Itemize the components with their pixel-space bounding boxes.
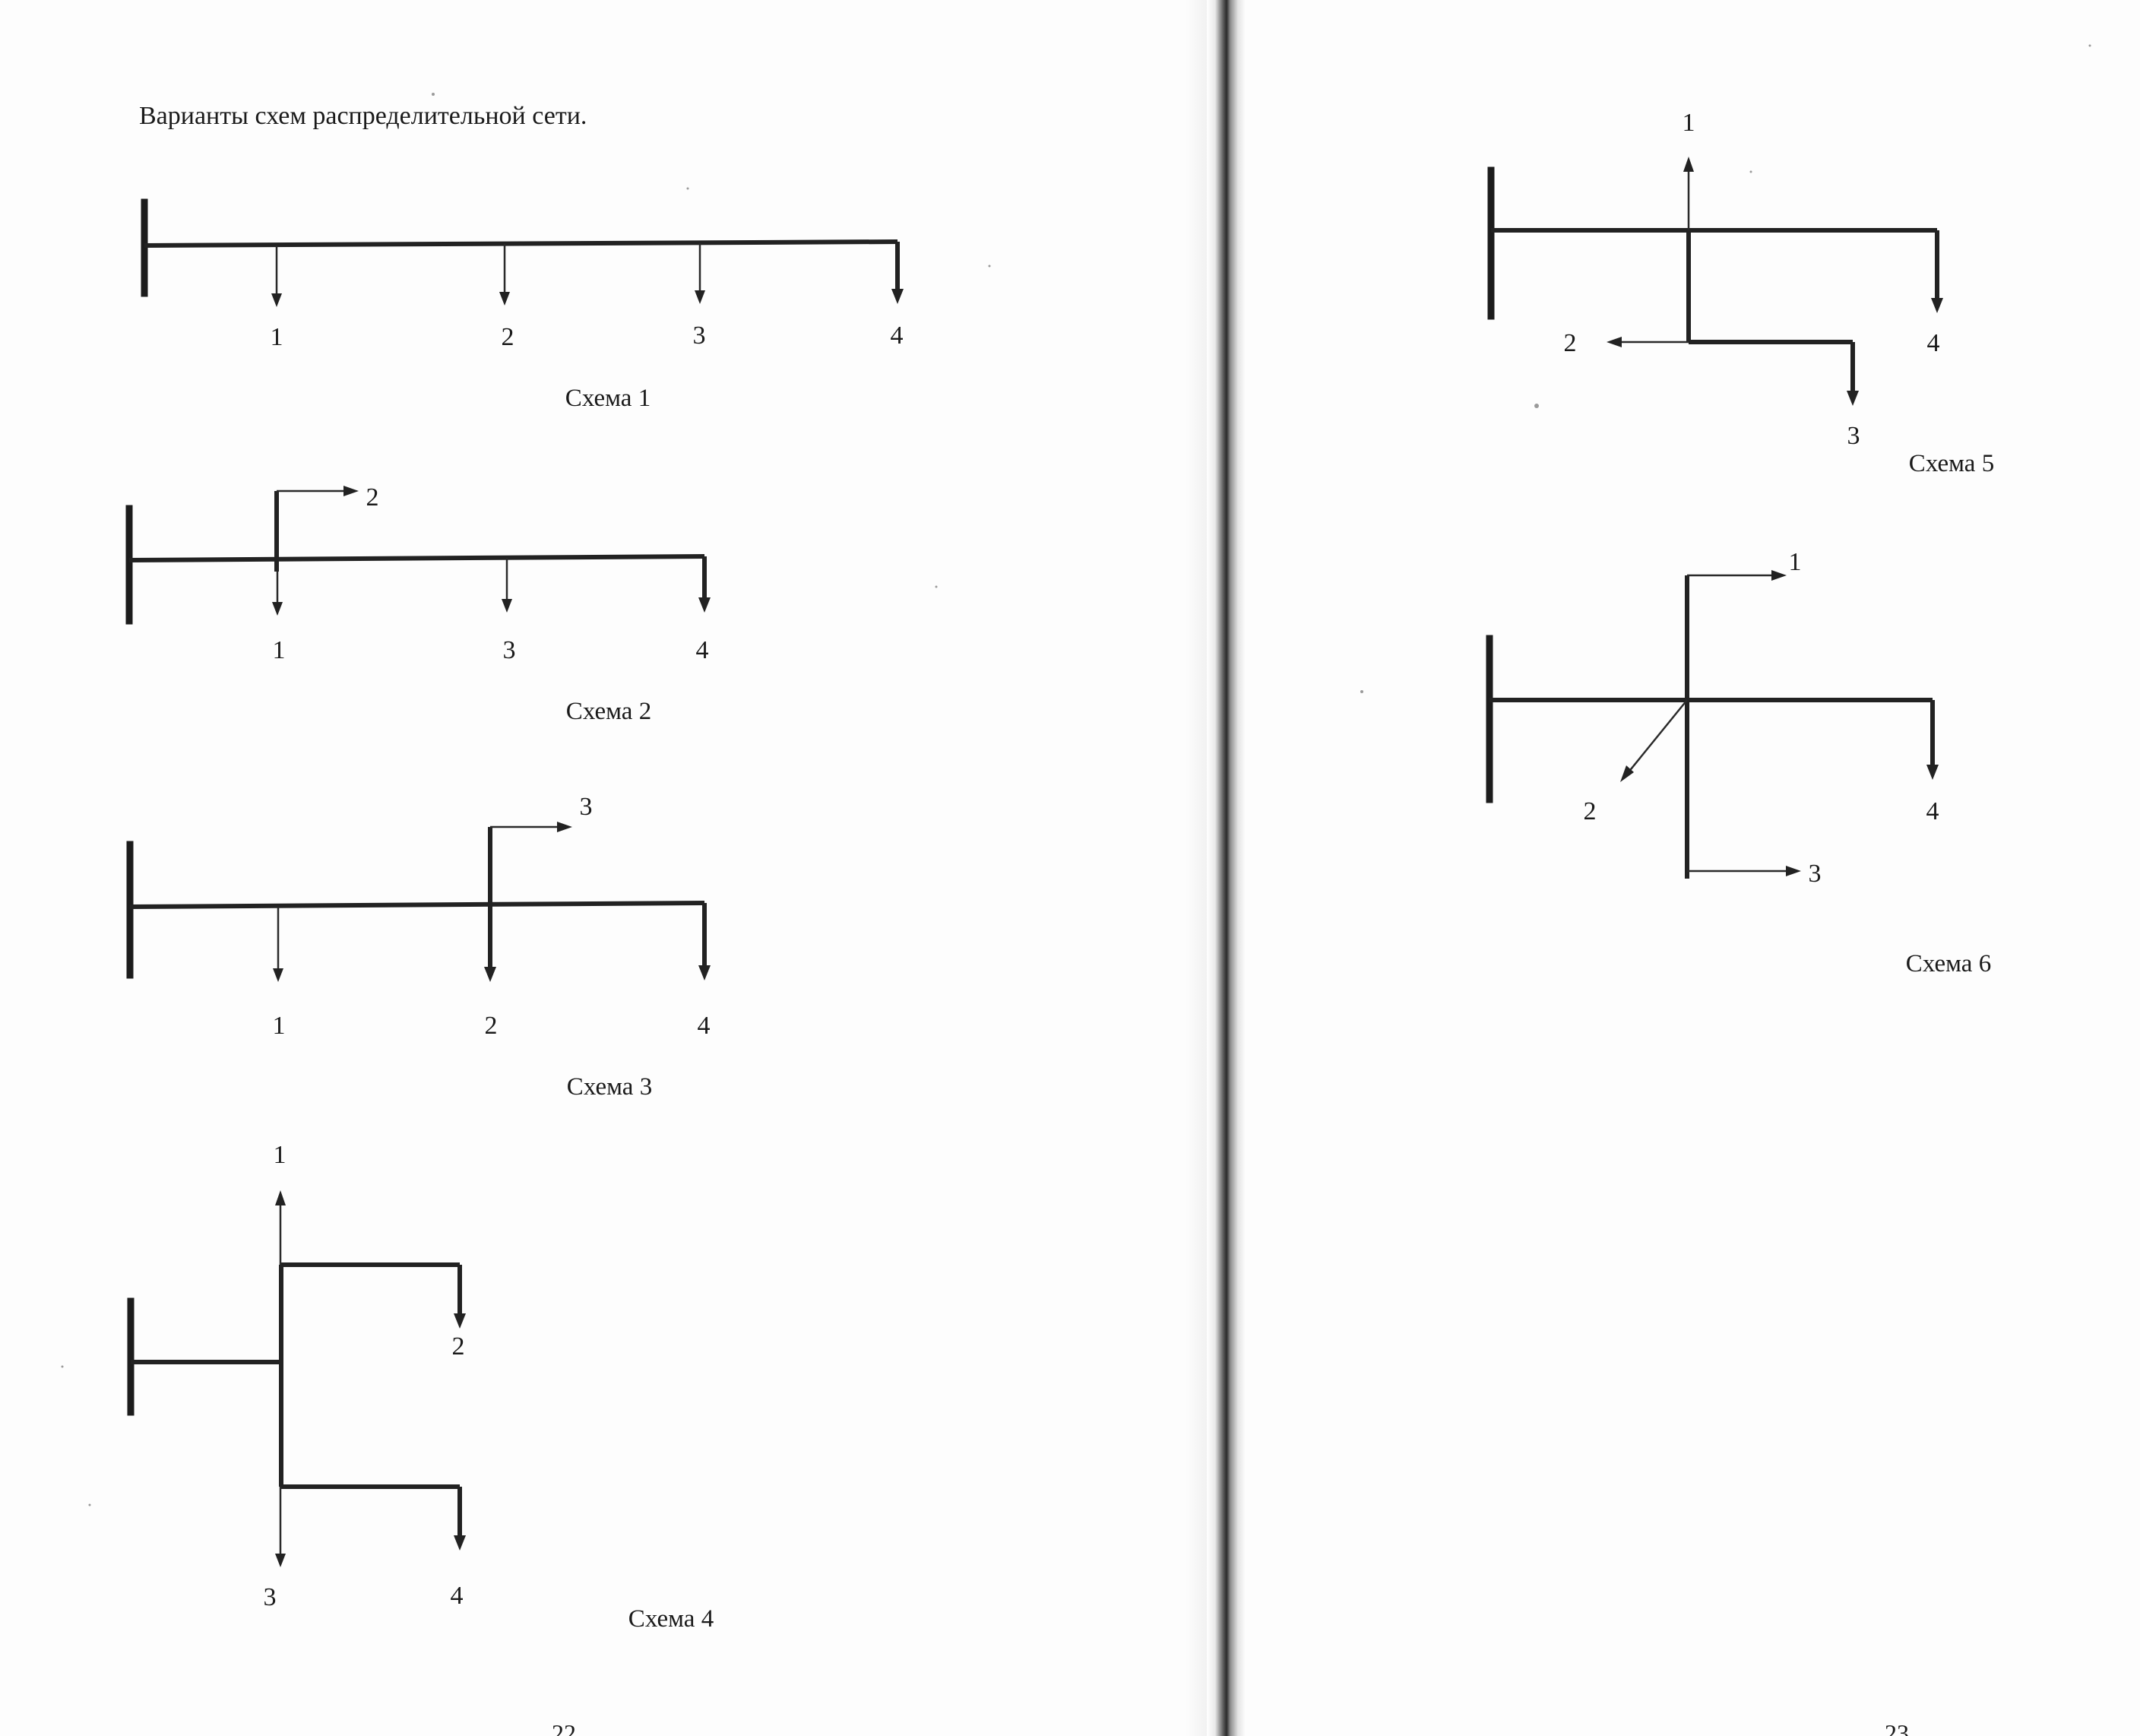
scheme-3-arrow-2 (484, 967, 496, 982)
scheme-5-point-3: 3 (1847, 422, 1860, 450)
scheme-5-point-2: 2 (1564, 329, 1577, 357)
scheme-2-arrow-1 (272, 602, 283, 616)
page-heading: Варианты схем распределительной сети. (139, 102, 587, 130)
scheme-3-caption: Схема 3 (566, 1073, 653, 1101)
scan-speck (686, 187, 689, 190)
scheme-3-point-4: 4 (698, 1012, 711, 1040)
scan-speck (88, 1503, 91, 1506)
scheme-6-caption: Схема 6 (1905, 950, 1992, 977)
scan-speck (2088, 44, 2091, 47)
scheme-3-point-2: 2 (485, 1012, 498, 1040)
scheme-6-arrow-4 (1926, 765, 1939, 780)
scheme-3-point-1: 1 (273, 1012, 286, 1040)
scheme-4-arrow-1 (275, 1190, 286, 1205)
scheme-1-arrow-3 (695, 290, 705, 304)
scheme-1-point-4: 4 (891, 322, 904, 350)
scheme-6-point-4: 4 (1926, 797, 1939, 825)
scheme-1-main-line (144, 239, 898, 248)
scheme-2-arrow-3 (502, 599, 512, 613)
scheme-6-point-2: 2 (1584, 797, 1597, 825)
scan-speck (935, 585, 938, 588)
scheme-2-point-3: 3 (503, 636, 516, 664)
scheme-5-arrow-4 (1931, 298, 1943, 313)
left-page-number: 22 (552, 1719, 576, 1736)
scheme-4-point-4: 4 (451, 1582, 464, 1610)
scheme-4: 1 2 3 4 (127, 1141, 466, 1611)
scheme-5-point-1: 1 (1683, 109, 1695, 137)
scheme-2-arrow-2 (343, 486, 359, 496)
scheme-5-arrow-3 (1847, 391, 1859, 406)
scheme-5-arrow-2 (1607, 337, 1622, 347)
scheme-1-point-1: 1 (271, 323, 283, 351)
scheme-4-arrow-3 (275, 1554, 286, 1567)
scheme-6-arrow-3 (1786, 866, 1801, 876)
scan-speck (1749, 170, 1752, 173)
scheme-1-caption: Схема 1 (565, 385, 651, 412)
scan-speck (61, 1365, 64, 1368)
scan-speck (1360, 690, 1363, 693)
scheme-5: 1 2 3 4 (1487, 109, 1943, 450)
scheme-3-arrow-4 (698, 965, 711, 980)
scheme-4-caption: Схема 4 (628, 1605, 714, 1633)
scheme-1-arrow-4 (891, 289, 904, 304)
left-page (0, 0, 1216, 1736)
scheme-2-point-2: 2 (366, 483, 379, 512)
right-page-number: 23 (1885, 1719, 1909, 1736)
scheme-3: 1 2 3 4 (126, 793, 711, 1040)
scheme-6: 1 2 3 4 (1486, 548, 1939, 888)
scheme-4-point-2: 2 (452, 1332, 465, 1361)
page-fold-shadow (1186, 0, 1208, 1736)
scheme-6-branch-2 (1627, 699, 1688, 774)
right-page (1225, 0, 2140, 1736)
scheme-5-point-4: 4 (1927, 329, 1940, 357)
scheme-6-point-1: 1 (1789, 548, 1802, 576)
scheme-2: 1 2 3 4 (125, 483, 711, 664)
scheme-2-main-line (128, 554, 705, 562)
scheme-1-point-2: 2 (502, 323, 514, 351)
scheme-1-point-3: 3 (693, 322, 706, 350)
scheme-6-point-3: 3 (1809, 860, 1822, 888)
scheme-2-point-4: 4 (696, 636, 709, 664)
scheme-1: 1 2 3 4 (141, 198, 904, 351)
scheme-6-arrow-2 (1620, 765, 1634, 782)
scheme-6-arrow-1 (1771, 570, 1787, 581)
scheme-2-arrow-4 (698, 597, 711, 613)
scheme-5-arrow-1 (1683, 157, 1694, 172)
scheme-3-arrow-1 (273, 968, 283, 982)
scheme-3-main-line (129, 901, 705, 909)
scheme-4-point-1: 1 (274, 1141, 286, 1169)
scheme-2-caption: Схема 2 (565, 698, 652, 725)
scheme-4-point-3: 3 (264, 1583, 277, 1611)
scheme-3-point-3: 3 (580, 793, 593, 821)
scheme-1-arrow-2 (499, 292, 510, 306)
scheme-5-caption: Схема 5 (1908, 450, 1995, 477)
scheme-3-arrow-3 (557, 822, 572, 832)
book-gutter-fold (1207, 0, 1245, 1736)
scan-speck (988, 265, 991, 268)
scheme-4-arrow-2 (454, 1313, 466, 1329)
scan-speck (1534, 404, 1539, 408)
scheme-4-arrow-4 (454, 1535, 466, 1551)
scan-speck (432, 93, 435, 96)
scheme-2-point-1: 1 (273, 636, 286, 664)
scheme-1-arrow-1 (271, 293, 282, 307)
